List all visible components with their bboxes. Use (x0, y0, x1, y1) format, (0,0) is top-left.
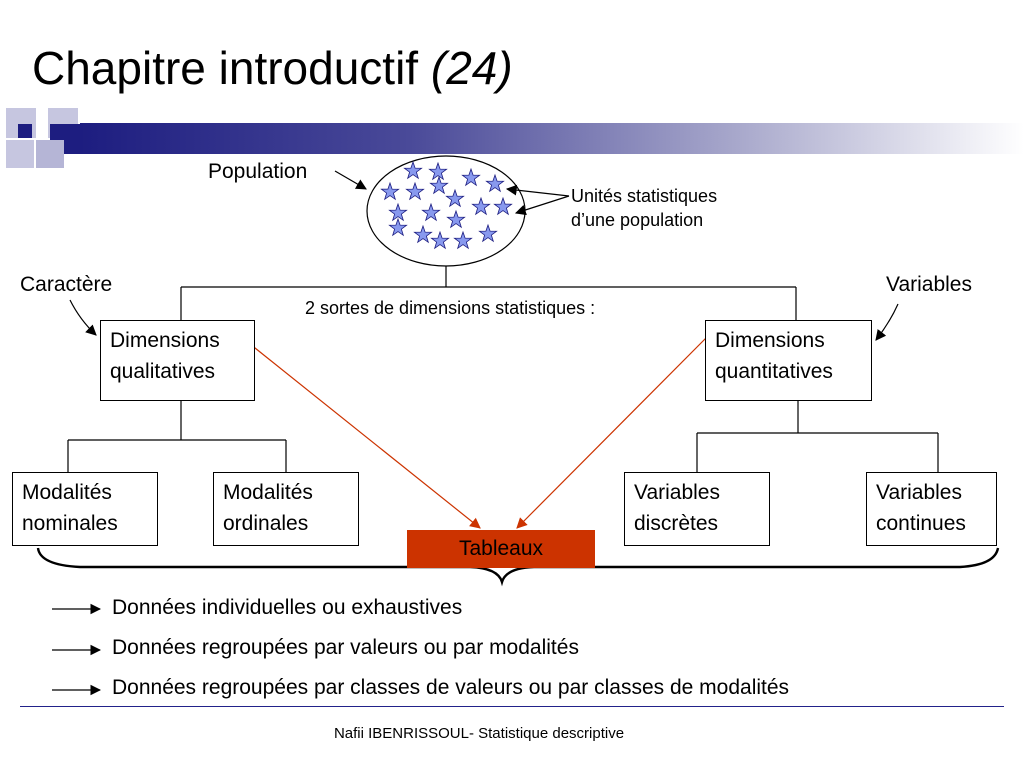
caractere-label: Caractère (20, 273, 113, 296)
decorative-square-light (6, 140, 34, 168)
population-label: Population (208, 160, 308, 183)
box-line: quantitatives (715, 360, 833, 383)
box-line: Modalités (22, 481, 112, 504)
decorative-square-light (36, 140, 64, 168)
page-title: Chapitre introductif (24) (32, 38, 513, 98)
box-line: discrètes (634, 512, 719, 535)
variables-label: Variables (886, 273, 972, 296)
units-arrow-bottom (514, 195, 570, 216)
box-line: continues (876, 512, 966, 535)
qualitative-to-tableaux-arrow (244, 339, 481, 529)
footer: Nafii IBENRISSOUL- Statistique descripti… (0, 724, 1024, 744)
bullet-item: Données regroupées par valeurs ou par mo… (112, 636, 579, 659)
title-main: Chapitre introductif (32, 42, 419, 94)
box-line: Dimensions (110, 329, 220, 352)
footer-divider (20, 706, 1004, 707)
nominal-modalities-box: Modalités nominales (12, 472, 158, 546)
box-line: qualitatives (110, 360, 216, 383)
ordinal-modalities-box: Modalités ordinales (213, 472, 359, 546)
units-label: Unités statistiques d’une population (571, 184, 717, 232)
continuous-variables-box: Variables continues (866, 472, 997, 546)
variables-arrow (875, 303, 899, 341)
box-line: Modalités (223, 481, 313, 504)
tree-lines (67, 266, 939, 472)
units-label-line1: Unités statistiques (571, 186, 718, 206)
title-number: (24) (430, 42, 513, 94)
population-arrow (334, 170, 367, 190)
quantitative-to-tableaux-arrow (516, 337, 707, 529)
caractere-arrow (69, 299, 97, 336)
title-gradient-bar (80, 123, 1024, 154)
decorative-square-dark (18, 124, 32, 138)
quantitative-dimensions-box: Dimensions quantitatives (705, 320, 872, 401)
bullet-item: Données regroupées par classes de valeur… (112, 676, 790, 699)
box-line: Dimensions (715, 329, 825, 352)
box-line: nominales (22, 512, 118, 535)
tableaux-box: Tableaux (407, 530, 595, 568)
bullet-item: Données individuelles ou exhaustives (112, 596, 463, 619)
dimensions-caption: 2 sortes de dimensions statistiques : (305, 298, 596, 318)
footer-text: Nafii IBENRISSOUL- Statistique descripti… (333, 725, 625, 742)
discrete-variables-box: Variables discrètes (624, 472, 770, 546)
units-label-line2: d’une population (571, 210, 704, 230)
box-line: ordinales (223, 512, 309, 535)
qualitative-dimensions-box: Dimensions qualitatives (100, 320, 255, 401)
box-line: Variables (634, 481, 720, 504)
box-line: Variables (876, 481, 962, 504)
curly-brace (36, 547, 1000, 587)
units-arrow-top (505, 184, 570, 197)
